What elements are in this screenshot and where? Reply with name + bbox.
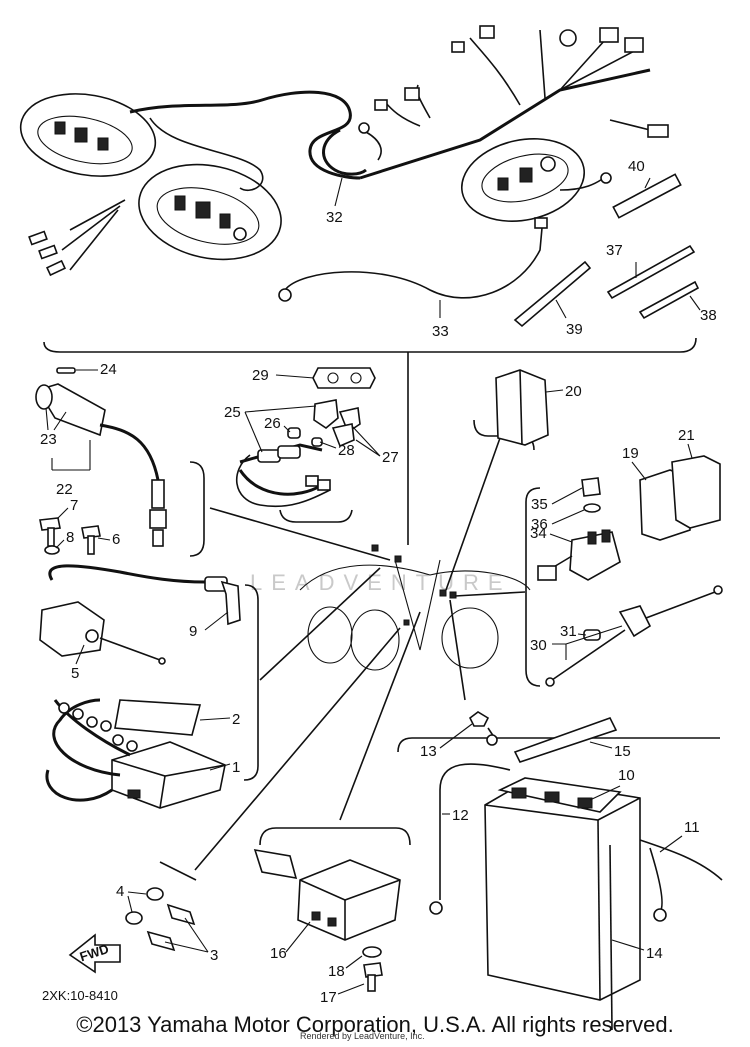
callout-36: 36 — [531, 516, 548, 533]
callout-37: 37 — [606, 242, 623, 259]
callout-40: 40 — [628, 158, 645, 175]
washer-4a — [146, 887, 164, 901]
callout-9: 9 — [189, 623, 197, 640]
callout-27: 27 — [382, 449, 399, 466]
callout-23: 23 — [40, 431, 57, 448]
bolt-17 — [363, 962, 383, 978]
top-group-bracket — [43, 337, 697, 353]
plate-29 — [312, 367, 376, 389]
callout-20: 20 — [565, 383, 582, 400]
ignition-coil-22 — [36, 383, 106, 437]
sensor-30 — [618, 605, 652, 638]
callout-6: 6 — [112, 531, 120, 548]
callout-25: 25 — [224, 404, 241, 421]
callout-8: 8 — [66, 529, 74, 546]
callout-30: 30 — [530, 637, 547, 654]
bolt-3b — [146, 930, 176, 952]
connector-top-1 — [599, 27, 619, 43]
connector-group-25-29 — [236, 367, 376, 523]
battery-group — [397, 711, 723, 1031]
battery-10 — [484, 779, 641, 1001]
bolt-7 — [39, 517, 61, 531]
band-38 — [638, 280, 700, 320]
watermark-text: LEADVENTURE — [250, 570, 512, 595]
callout-31: 31 — [560, 623, 577, 640]
callout-7: 7 — [70, 497, 78, 514]
callout-18: 18 — [328, 963, 345, 980]
ignition-coil-5 — [39, 601, 105, 657]
strap-2 — [114, 699, 202, 736]
copyright-notice: ©2013 Yamaha Motor Corporation, U.S.A. A… — [76, 1012, 674, 1037]
washer-18 — [362, 946, 382, 958]
plug-cap-9 — [220, 580, 241, 626]
callout-34: 34 — [530, 525, 547, 542]
callout-16: 16 — [270, 945, 287, 962]
clamp-40 — [612, 173, 682, 219]
nut-35 — [581, 477, 601, 497]
callout-10: 10 — [618, 767, 635, 784]
washer-4b — [125, 911, 143, 925]
callout-38: 38 — [700, 307, 717, 324]
callout-4: 4 — [116, 883, 124, 900]
band-37 — [606, 244, 696, 300]
connector-top-2 — [624, 37, 644, 53]
bolt-31 — [583, 629, 601, 641]
bolt-group-3-4: FWD — [68, 861, 197, 974]
watermark: LEADVENTURE — [250, 570, 512, 595]
relay-group — [473, 369, 723, 687]
callout-29: 29 — [252, 367, 269, 384]
callout-13: 13 — [420, 743, 437, 760]
bolt-6 — [81, 525, 101, 539]
bolt-3a — [166, 903, 196, 926]
ignition-coil-group — [35, 367, 205, 557]
battery-band-15 — [513, 717, 618, 763]
callout-28: 28 — [338, 442, 355, 459]
connector-25a — [313, 399, 339, 429]
cap-24 — [56, 367, 76, 374]
callout-15: 15 — [614, 743, 631, 760]
washer-8 — [44, 545, 60, 555]
relay-21 — [671, 455, 721, 529]
washer-36 — [583, 503, 601, 513]
callout-12: 12 — [452, 807, 469, 824]
connector-right — [647, 124, 669, 138]
callout-33: 33 — [432, 323, 449, 340]
callout-11: 11 — [684, 819, 700, 836]
left-instrument-housing — [19, 93, 157, 177]
top-harness-group — [19, 25, 700, 353]
callout-5: 5 — [71, 665, 79, 682]
rendered-by-notice: Rendered by LeadVenture, Inc. — [300, 1031, 425, 1041]
callout-35: 35 — [531, 496, 548, 513]
frame-center — [194, 352, 531, 871]
regulator-16 — [297, 859, 401, 941]
callout-39: 39 — [566, 321, 583, 338]
callout-19: 19 — [622, 445, 639, 462]
top-leaders — [334, 177, 701, 319]
cable-tie-39 — [513, 260, 592, 328]
callout-26: 26 — [264, 415, 281, 432]
callout-2: 2 — [232, 711, 240, 728]
callout-3: 3 — [210, 947, 218, 964]
callout-32: 32 — [326, 209, 343, 226]
cdi-group — [39, 564, 259, 809]
callout-1: 1 — [232, 759, 240, 776]
fwd-arrow — [68, 933, 121, 974]
callout-17: 17 — [320, 989, 337, 1006]
callout-14: 14 — [646, 945, 663, 962]
callout-22: 22 — [56, 481, 73, 498]
callout-labels: 1 2 3 4 5 6 7 8 9 10 11 12 13 14 15 16 1… — [40, 158, 717, 1006]
bolt-13 — [468, 711, 490, 727]
regulator-group — [253, 827, 411, 992]
callout-21: 21 — [678, 427, 695, 444]
callout-24: 24 — [100, 361, 117, 378]
diagram-code: 2XK:10-8410 — [42, 988, 118, 1003]
